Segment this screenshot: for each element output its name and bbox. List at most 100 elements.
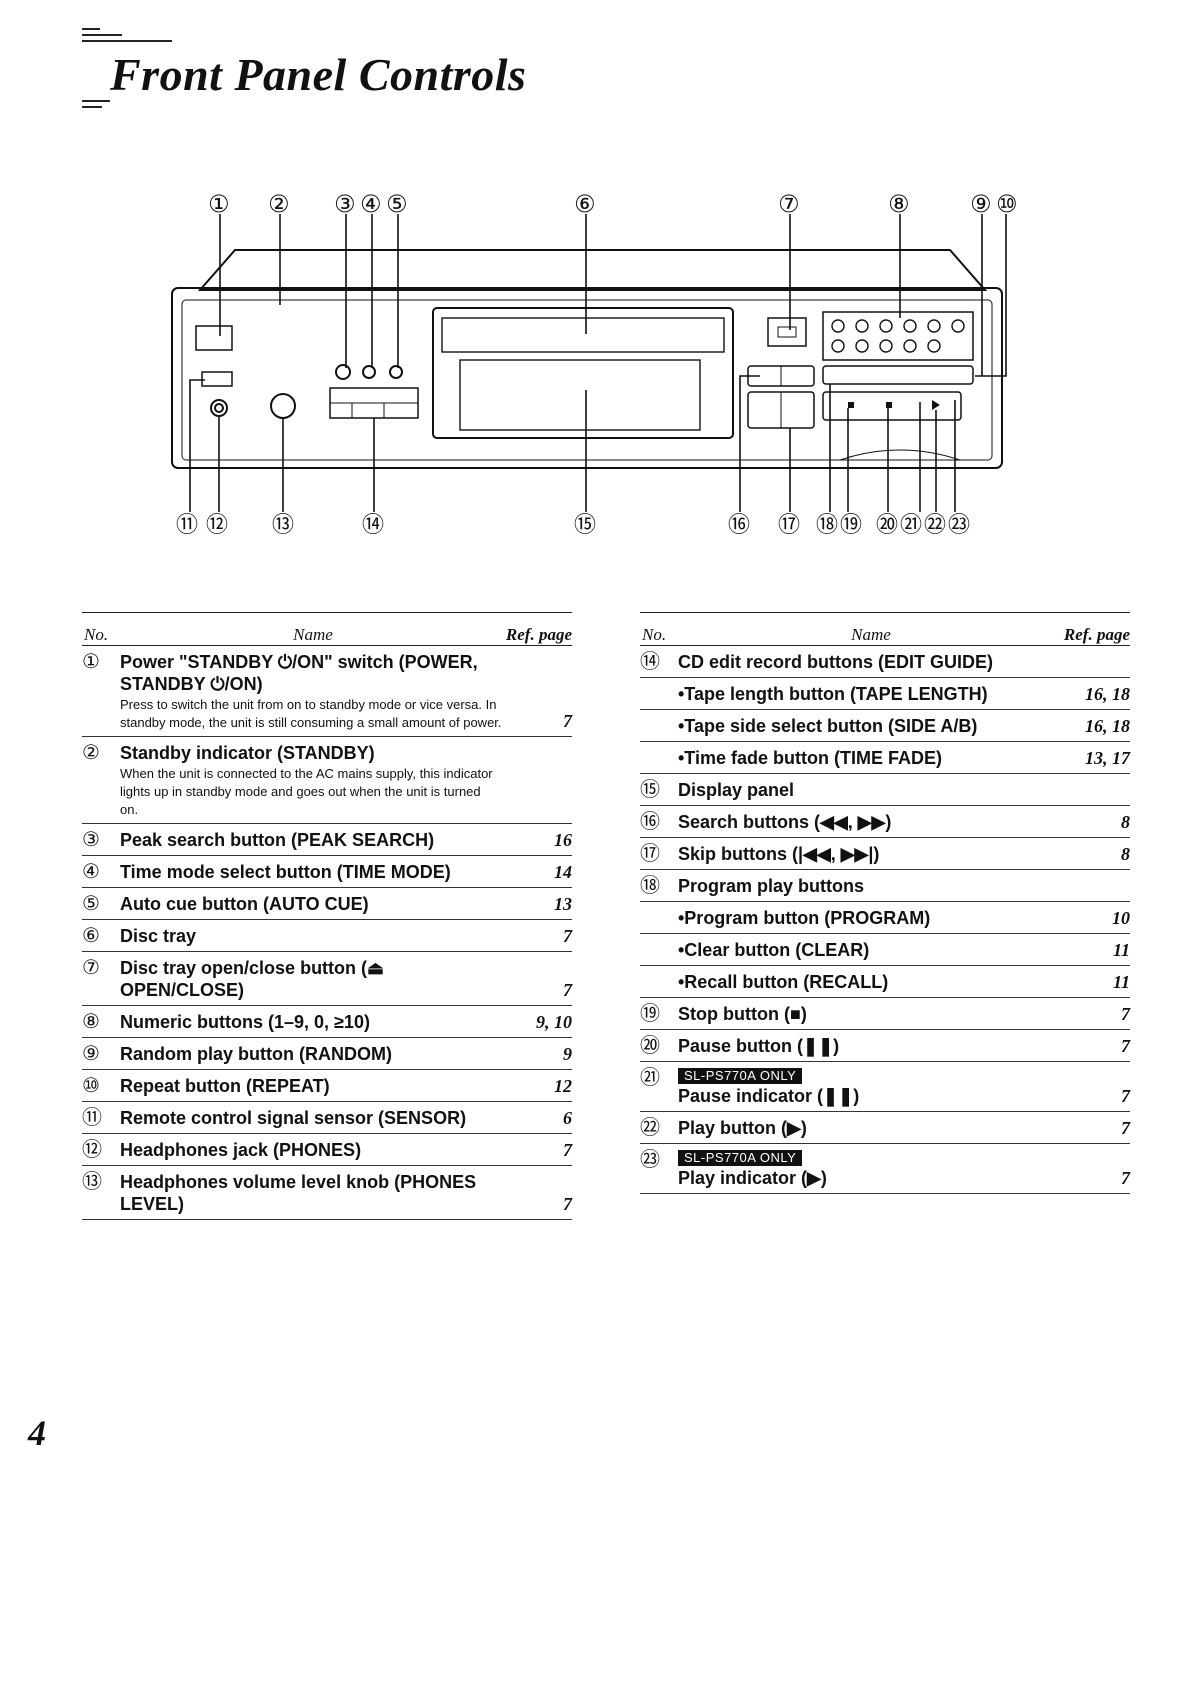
item-ref-page: 13 [554, 894, 572, 914]
item-number: ② [82, 742, 100, 764]
item-body: Headphones jack (PHONES) [120, 1139, 502, 1161]
item-body: Play button (▶) [678, 1117, 1060, 1139]
callout-9: ⑨ [970, 190, 992, 218]
item-number: ⑥ [82, 925, 100, 947]
item-name: Program play buttons [678, 876, 865, 896]
item-name: •Tape length button (TAPE LENGTH) [678, 684, 988, 704]
item-number [640, 907, 678, 929]
header-no: No. [84, 625, 109, 644]
model-badge: SL-PS770A ONLY [678, 1068, 803, 1084]
header-no: No. [642, 625, 667, 644]
item-ref-page: 7 [1121, 1004, 1130, 1024]
title-rule-4 [82, 100, 110, 102]
item-ref-page: 11 [1112, 972, 1130, 992]
callout-7: ⑦ [778, 190, 800, 218]
item-number: ㉓ [640, 1149, 660, 1171]
item-body: •Recall button (RECALL) [678, 971, 1060, 993]
item-number: ⑱ [640, 875, 660, 897]
title-rule-5 [82, 106, 102, 108]
item-body: Auto cue button (AUTO CUE) [120, 893, 502, 915]
table-row: •Tape length button (TAPE LENGTH) 16, 18 [640, 678, 1130, 710]
item-body: Numeric buttons (1–9, 0, ≥10) [120, 1011, 502, 1033]
model-badge-line: SL-PS770A ONLY [678, 1067, 1060, 1085]
item-name: Random play button (RANDOM) [120, 1044, 392, 1064]
item-name: •Program button (PROGRAM) [678, 908, 931, 928]
controls-table-left: No. Name Ref. page ① Power "STANDBY ⏻/ON"… [82, 612, 572, 1220]
item-body: Power "STANDBY ⏻/ON" switch (POWER, STAN… [120, 651, 502, 732]
table-row: •Clear button (CLEAR) 11 [640, 934, 1130, 966]
item-ref-page: 7 [563, 980, 572, 1000]
table-header: No. Name Ref. page [640, 612, 1130, 646]
callout-5: ⑤ [386, 190, 408, 218]
table-row: •Recall button (RECALL) 11 [640, 966, 1130, 998]
title-rule-1 [82, 28, 100, 30]
item-name: Stop button (■) [678, 1004, 807, 1024]
item-ref-page: 7 [563, 711, 572, 731]
item-number: ⑩ [82, 1075, 100, 1097]
item-body: Standby indicator (STANDBY)When the unit… [120, 742, 502, 819]
item-body: •Time fade button (TIME FADE) [678, 747, 1060, 769]
item-body: Random play button (RANDOM) [120, 1043, 502, 1065]
item-number: ⑬ [82, 1171, 102, 1193]
item-name: •Recall button (RECALL) [678, 972, 889, 992]
table-row: •Time fade button (TIME FADE)13, 17 [640, 742, 1130, 774]
item-number [640, 715, 678, 737]
item-ref-page: 7 [563, 1140, 572, 1160]
item-body: •Tape side select button (SIDE A/B) [678, 715, 1060, 737]
callout-12: ⑫ [206, 513, 228, 538]
item-number: ⑲ [640, 1003, 660, 1025]
callout-2: ② [268, 190, 290, 218]
item-body: SL-PS770A ONLY Pause indicator (❚❚) [678, 1067, 1060, 1107]
item-body: Pause button (❚❚) [678, 1035, 1060, 1057]
table-header: No. Name Ref. page [82, 612, 572, 646]
callout-14: ⑭ [362, 513, 384, 538]
item-ref-page: 16, 18 [1085, 684, 1130, 704]
front-panel-diagram: ① ② ③ ④ ⑤ ⑥ ⑦ ⑧ ⑨ ⑩ [171, 190, 1018, 538]
item-body: Skip buttons (|◀◀, ▶▶|) [678, 843, 1060, 865]
item-name: Peak search button (PEAK SEARCH) [120, 830, 435, 850]
item-body: •Clear button (CLEAR) [678, 939, 1060, 961]
item-number: ⑫ [82, 1139, 102, 1161]
item-name: Numeric buttons (1–9, 0, ≥10) [120, 1012, 370, 1032]
item-name: •Tape side select button (SIDE A/B) [678, 716, 978, 736]
item-body: Disc tray open/close button (⏏ OPEN/CLOS… [120, 957, 502, 1001]
item-ref-page: 10 [1112, 908, 1130, 928]
item-ref-page: 7 [1121, 1086, 1130, 1106]
callout-1: ① [208, 190, 230, 218]
callout-17: ⑰ [778, 513, 800, 538]
item-name: Disc tray open/close button (⏏ OPEN/CLOS… [120, 958, 385, 1000]
item-ref-page: 11 [1112, 940, 1130, 960]
item-name: Standby indicator (STANDBY) [120, 743, 375, 763]
item-body: Program play buttons [678, 875, 1060, 897]
callout-3: ③ [334, 190, 356, 218]
item-number: ③ [82, 829, 100, 851]
header-name: Name [293, 625, 333, 644]
item-number: ① [82, 651, 100, 673]
item-name: Pause indicator (❚❚) [678, 1086, 860, 1106]
header-ref: Ref. page [1063, 625, 1130, 644]
table-row: ② Standby indicator (STANDBY)When the uni… [82, 737, 572, 824]
item-number [640, 971, 678, 993]
item-number: ⑦ [82, 957, 100, 979]
item-name: •Clear button (CLEAR) [678, 940, 870, 960]
item-name: Auto cue button (AUTO CUE) [120, 894, 369, 914]
page-number: 4 [28, 1413, 46, 1453]
item-ref-page: 7 [1121, 1118, 1130, 1138]
item-ref-page: 12 [554, 1076, 572, 1096]
callout-8: ⑧ [888, 190, 910, 218]
table-row: ① Power "STANDBY ⏻/ON" switch (POWER, STA… [82, 646, 572, 737]
callout-20: ⑳ [876, 513, 898, 538]
item-number: ⑧ [82, 1011, 100, 1033]
item-ref-page: 7 [1121, 1036, 1130, 1056]
model-badge: SL-PS770A ONLY [678, 1150, 803, 1166]
item-ref-page: 9 [563, 1044, 572, 1064]
item-body: Stop button (■) [678, 1003, 1060, 1025]
model-badge-line: SL-PS770A ONLY [678, 1149, 1060, 1167]
item-number: ⑭ [640, 651, 660, 673]
